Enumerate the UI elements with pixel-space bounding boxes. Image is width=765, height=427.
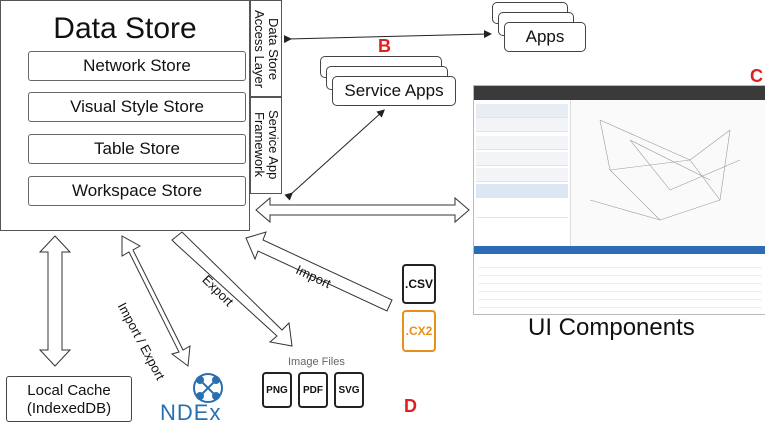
cx2-file-icon: .CX2 xyxy=(402,310,436,352)
image-files-label: Image Files xyxy=(288,356,345,368)
table-store: Table Store xyxy=(28,134,246,164)
arrow-store-cache xyxy=(38,235,72,367)
visual-style-store: Visual Style Store xyxy=(28,92,246,122)
arrow-import-export xyxy=(121,235,191,367)
ui-screenshot-sidebar xyxy=(474,100,571,246)
ndex-logo-mark xyxy=(193,373,223,403)
service-apps-box: Service Apps xyxy=(332,76,456,106)
ui-components-label: UI Components xyxy=(528,314,695,341)
arrow-store-ui xyxy=(255,196,470,224)
png-file-icon: PNG xyxy=(262,372,292,408)
arrow-import xyxy=(245,231,393,312)
data-store-title: Data Store xyxy=(53,12,197,45)
ui-screenshot-header xyxy=(474,86,765,100)
pdf-file-icon: PDF xyxy=(298,372,328,408)
local-cache-line1: Local Cache xyxy=(27,382,111,399)
arrow-access-apps xyxy=(283,30,492,44)
ui-network-view xyxy=(589,119,741,221)
service-framework-label: Service App Framework xyxy=(252,110,281,180)
csv-file-icon: .CSV xyxy=(402,264,436,304)
arrow-export xyxy=(171,231,293,347)
apps-box: Apps xyxy=(504,22,586,52)
label-d: D xyxy=(404,396,417,416)
label-c: C xyxy=(750,66,763,86)
ui-screenshot xyxy=(473,85,765,315)
local-cache-line2: (IndexedDB) xyxy=(26,400,112,417)
access-layer-label: Data Store Access Layer xyxy=(252,9,281,89)
ui-table-panel xyxy=(474,246,765,314)
service-framework-box xyxy=(250,97,282,194)
svg-file-icon: SVG xyxy=(334,372,364,408)
workspace-store: Workspace Store xyxy=(28,176,246,206)
ndex-logo-text: NDEx xyxy=(160,400,222,425)
network-store: Network Store xyxy=(28,51,246,81)
local-cache-box xyxy=(6,376,132,422)
access-layer-box xyxy=(250,0,282,97)
arrow-framework-service-apps xyxy=(284,109,385,201)
